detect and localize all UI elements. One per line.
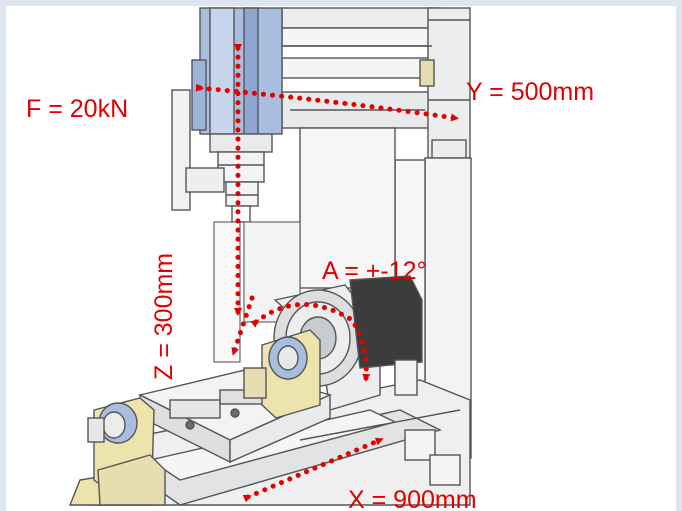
a-axis-arrow: [250, 302, 371, 382]
z-axis-label: Z = 300mm: [150, 252, 178, 380]
y-axis-label: Y = 500mm: [466, 78, 595, 106]
x-axis-label: X = 900mm: [348, 486, 477, 511]
axis-arrows: [195, 44, 459, 503]
z-lower-arrow: [231, 295, 255, 356]
x-axis-arrow: [242, 437, 384, 503]
a-axis-label: A = +-12°: [322, 257, 427, 285]
left-tailstock: [87, 397, 166, 506]
spindle-head: [171, 7, 283, 223]
force-label: F = 20kN: [26, 95, 129, 123]
y-axis-arrow: [195, 83, 459, 122]
